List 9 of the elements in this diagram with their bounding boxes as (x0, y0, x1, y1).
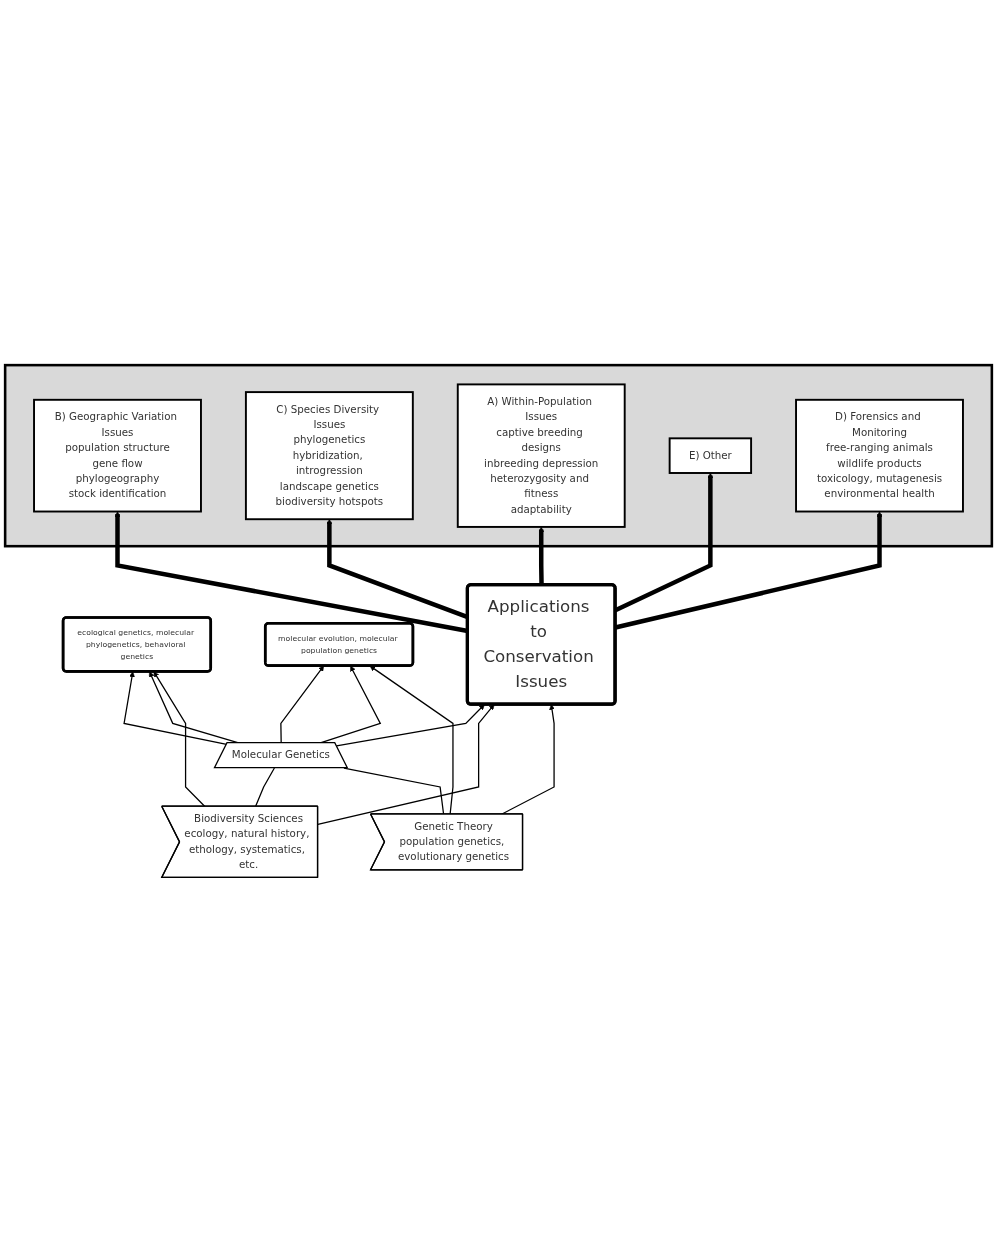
node-box: C) Species Diversity Issues phylogenetics hybridization, introgression landscape genetics biodiversity hotspots (244, 391, 414, 521)
arrow (317, 704, 495, 826)
arrow (123, 671, 228, 746)
node-box: B) Geographic Variation Issues population structure gene flow phylogeography stock identification (33, 399, 202, 513)
node-box: A) Within-Population Issues captive breeding designs inbreeding depression heterozygosity and fitness adaptability (456, 383, 626, 529)
node-box: E) Other (668, 437, 753, 475)
cluster (3, 364, 994, 548)
node-box: D) Forensics and Monitoring free-ranging animals wildlife products toxicology, mutagenesis environmental health (795, 399, 964, 513)
arrow (335, 704, 485, 747)
